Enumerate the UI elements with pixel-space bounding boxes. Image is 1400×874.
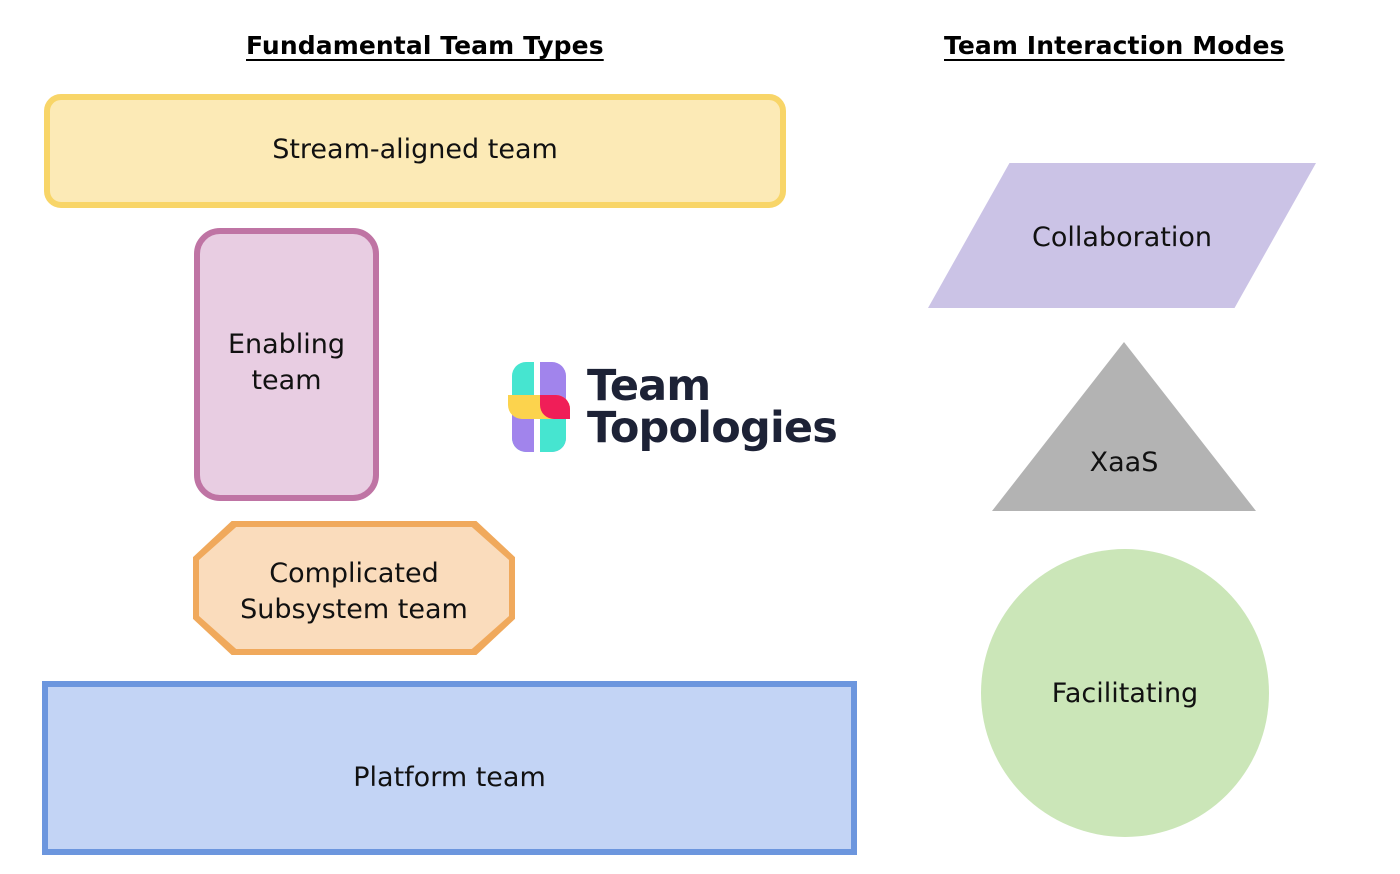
team-topologies-logo: Team Topologies xyxy=(508,358,838,456)
shape-complicated-subsystem-team[interactable]: Complicated Subsystem team xyxy=(193,521,515,655)
column-heading-fundamental-team-types: Fundamental Team Types xyxy=(246,31,604,60)
octagon-fill xyxy=(199,527,509,649)
logo-mark-svg xyxy=(508,362,570,452)
team-topologies-logo-mark xyxy=(508,358,570,456)
shape-stream-aligned-team[interactable]: Stream-aligned team xyxy=(44,94,786,208)
parallelogram-fill xyxy=(928,163,1316,308)
shape-collaboration-mode[interactable]: Collaboration xyxy=(928,163,1316,308)
triangle-fill xyxy=(992,342,1256,511)
shape-facilitating-mode[interactable]: Facilitating xyxy=(981,549,1269,837)
shape-platform-team[interactable]: Platform team xyxy=(42,681,857,855)
shape-label-enabling-team: Enabling team xyxy=(227,329,346,396)
shape-label-facilitating: Facilitating xyxy=(1051,678,1199,709)
shape-enabling-team[interactable]: Enabling team xyxy=(194,228,379,501)
team-topologies-wordmark: Team Topologies xyxy=(587,360,838,453)
shape-label-stream-aligned-team: Stream-aligned team xyxy=(272,134,558,165)
shape-xaas-mode[interactable]: XaaS xyxy=(992,342,1256,511)
logo-shape-pink-intersection xyxy=(540,395,570,419)
column-heading-team-interaction-modes: Team Interaction Modes xyxy=(944,31,1285,60)
shape-label-platform-team: Platform team xyxy=(353,762,546,793)
